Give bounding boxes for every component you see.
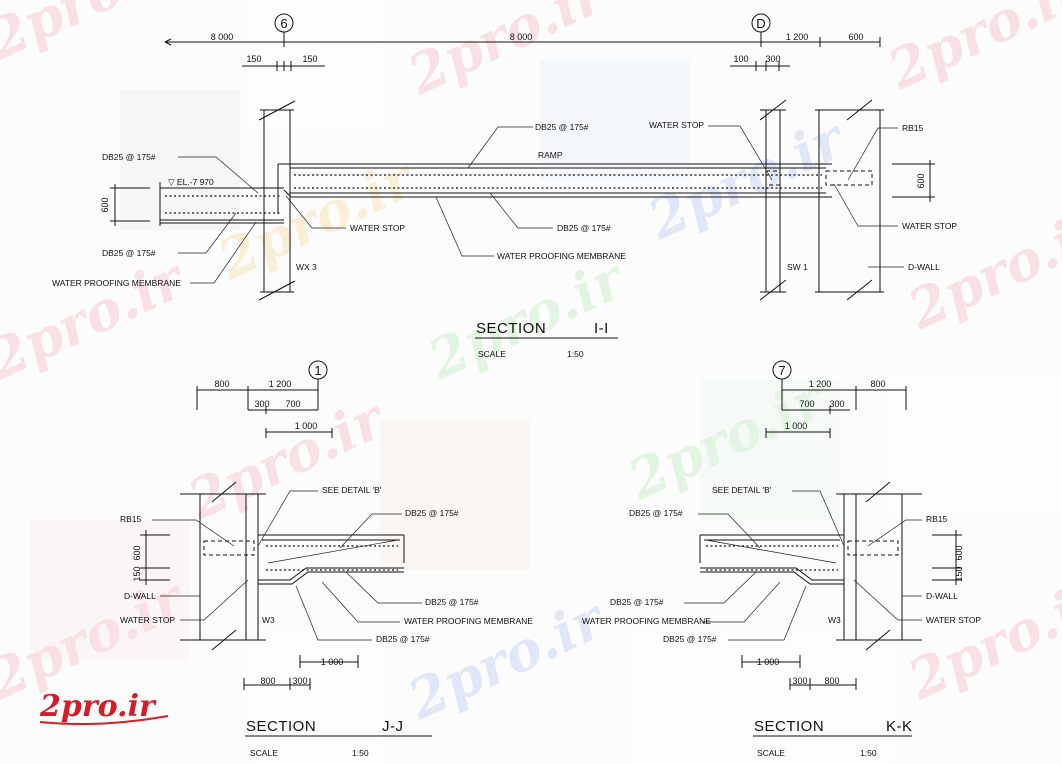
annotation: DB25 @ 175# (425, 597, 479, 607)
dim-text: 8 000 (510, 32, 533, 42)
annotation: D-WALL (124, 591, 156, 601)
annotation: WATER PROOFING MEMBRANE (582, 616, 711, 626)
dim-text: 1 000 (757, 657, 780, 667)
scale-value: 1:50 (567, 349, 584, 359)
scale-label: SCALE (757, 748, 785, 758)
section-title: SECTION (754, 718, 824, 735)
dim-text: 300 (292, 676, 307, 686)
annotation: DB25 @ 175# (557, 223, 611, 233)
section-id: K-K (886, 718, 913, 735)
dim-text: 800 (214, 379, 229, 389)
dim-text: 1 000 (785, 421, 808, 431)
annotation: WATER STOP (649, 120, 704, 130)
annotation: RB15 (120, 514, 142, 524)
annotation: D-WALL (908, 262, 940, 272)
annotation: SEE DETAIL 'B' (322, 485, 382, 495)
scale-value: 1:50 (352, 748, 369, 758)
dim-text: 1 200 (269, 379, 292, 389)
scale-label: SCALE (250, 748, 278, 758)
annotation: D-WALL (926, 591, 958, 601)
dim-text: 150 (132, 566, 142, 581)
section-kk: 7 1 200 800 700 300 1 000 W3 (582, 360, 981, 758)
dim-text: 300 (254, 399, 269, 409)
dim-text: 600 (848, 32, 863, 42)
annotation: WATER STOP (350, 223, 405, 233)
scale-label: SCALE (478, 349, 506, 359)
annotation: DB25 @ 175# (405, 508, 459, 518)
dim-text: 1 000 (295, 421, 318, 431)
dim-text: 600 (132, 545, 142, 560)
section-ii: 6 D 8 000 8 000 1 200 600 150 150 100 30… (52, 13, 957, 359)
annotation: DB25 @ 175# (610, 597, 664, 607)
scale-value: 1:50 (860, 748, 877, 758)
annotation: WATER PROOFING MEMBRANE (52, 278, 181, 288)
section-jj: 1 800 1 200 300 700 1 000 W3 (120, 360, 533, 758)
annotation: DB25 @ 175# (376, 634, 430, 644)
dim-text: 1 200 (809, 379, 832, 389)
annotation: WATER STOP (902, 221, 957, 231)
dim-text: 150 (302, 54, 317, 64)
dim-text: 1 200 (786, 32, 809, 42)
dim-text: 300 (765, 54, 780, 64)
wall-label: W3 (828, 615, 841, 625)
level-mark: ▽ EL.-7 970 (168, 177, 214, 187)
annotation: DB25 @ 175# (663, 634, 717, 644)
site-logo: 2pro.ir (39, 689, 169, 725)
dim-text: 600 (916, 173, 926, 188)
dim-text: 300 (829, 399, 844, 409)
section-id: I-I (594, 320, 609, 337)
dim-text: 800 (870, 379, 885, 389)
grid-label: 1 (314, 363, 321, 378)
annotation: DB25 @ 175# (102, 152, 156, 162)
annotation: WATER PROOFING MEMBRANE (404, 616, 533, 626)
dim-text: 800 (824, 676, 839, 686)
section-title: SECTION (246, 718, 316, 735)
dim-text: 150 (246, 54, 261, 64)
section-id: J-J (382, 718, 404, 735)
annotation: RAMP (538, 150, 563, 160)
dim-text: 100 (733, 54, 748, 64)
grid-label: D (756, 16, 765, 31)
annotation: RB15 (926, 514, 948, 524)
annotation: DB25 @ 175# (102, 248, 156, 258)
dim-text: 700 (285, 399, 300, 409)
annotation: DB25 @ 175# (535, 122, 589, 132)
wall-label: W3 (262, 615, 275, 625)
annotation: SEE DETAIL 'B' (712, 485, 772, 495)
dim-text: 150 (954, 566, 964, 581)
dim-text: 1 000 (321, 657, 344, 667)
grid-label: 7 (778, 363, 785, 378)
logo-text: 2pro.ir (39, 689, 157, 724)
grid-label: 6 (280, 16, 287, 31)
dim-text: 600 (100, 197, 110, 212)
annotation: WATER STOP (120, 615, 175, 625)
dim-text: 600 (954, 545, 964, 560)
wall-label: SW 1 (787, 262, 808, 272)
section-title: SECTION (476, 320, 546, 337)
dim-text: 300 (792, 676, 807, 686)
dim-text: 800 (260, 676, 275, 686)
annotation: WATER PROOFING MEMBRANE (497, 251, 626, 261)
dim-text: 8 000 (211, 32, 234, 42)
wall-label: WX 3 (296, 262, 317, 272)
dim-text: 700 (799, 399, 814, 409)
annotation: WATER STOP (926, 615, 981, 625)
annotation: RB15 (902, 123, 924, 133)
annotation: DB25 @ 175# (629, 508, 683, 518)
